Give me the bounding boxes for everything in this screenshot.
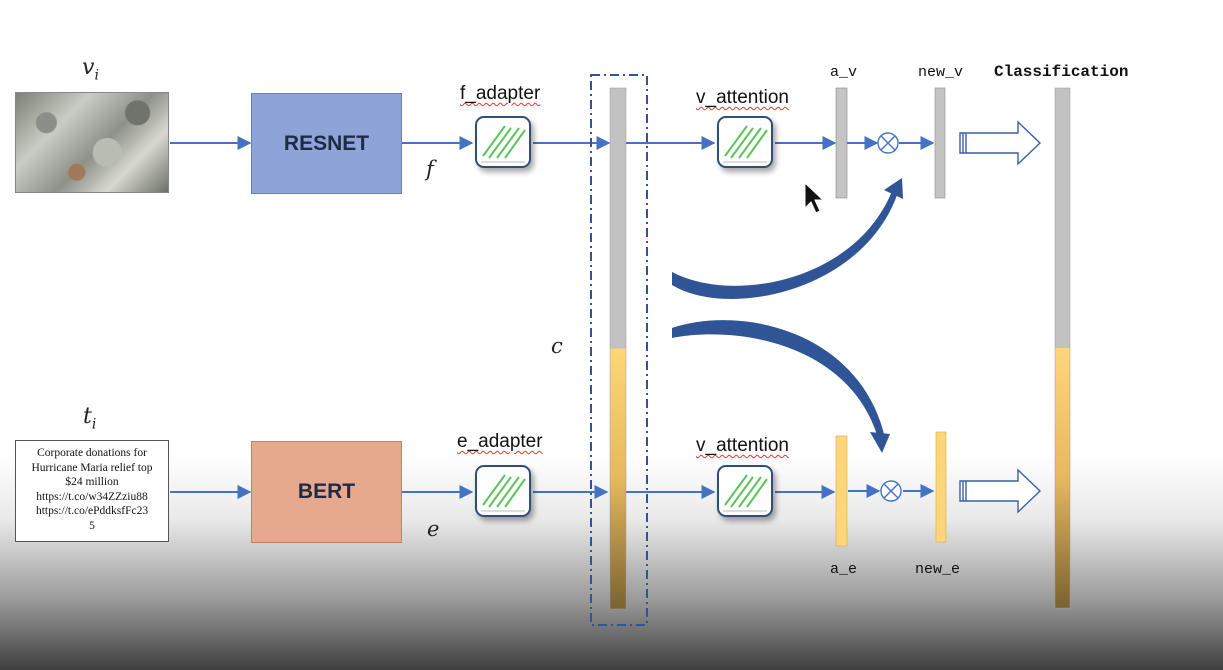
f-adapter-icon (475, 116, 531, 168)
newe-bar (935, 431, 947, 543)
curved-arrow-to-newv (672, 178, 903, 299)
v-attention-top-icon (717, 116, 773, 168)
cross-multiply-icon (880, 480, 902, 502)
adapter-stripe-icon (723, 125, 768, 163)
tweet-line: https://t.co/ePddksfFc23 (35, 505, 149, 517)
bert-box: BERT (251, 441, 402, 543)
newv-label: new_v (918, 64, 964, 81)
text-input-symbol-base: t (83, 404, 92, 429)
adapter-stripe-icon (723, 474, 768, 512)
v-attention-top-label: v_attention (696, 87, 789, 108)
text-input-symbol: ti (83, 404, 96, 432)
e-adapter-icon (475, 465, 531, 517)
feature-c-label: c (551, 334, 563, 358)
adapter-stripe-icon (481, 125, 526, 163)
disaster-photo (15, 92, 169, 193)
hollow-arrow-icon (959, 468, 1042, 514)
ae-bar (835, 435, 848, 547)
e-adapter-label: e_adapter (457, 431, 543, 452)
tweet-text-box: Corporate donations for Hurricane Maria … (15, 440, 169, 542)
v-attention-bottom-label: v_attention (696, 435, 789, 456)
f-adapter-label: f_adapter (460, 83, 541, 104)
image-input-symbol: vi (82, 55, 99, 83)
tweet-line: 5 (89, 519, 95, 532)
image-input-symbol-base: v (82, 55, 95, 80)
tweet-line: $24 million (65, 476, 119, 488)
newv-bar (934, 87, 946, 199)
curved-arrow-to-newe (672, 320, 890, 453)
classification-label: Classification (994, 63, 1129, 81)
text-input-symbol-sub: i (91, 416, 97, 433)
ae-label: a_e (830, 561, 858, 578)
hollow-arrow-icon (959, 120, 1042, 166)
feature-e-label: e (427, 517, 440, 541)
resnet-box: RESNET (251, 93, 402, 194)
concat-feature-bar (609, 87, 627, 610)
classification-bar (1054, 87, 1071, 609)
tweet-line: https://t.co/w34ZZziu88 (36, 490, 148, 503)
image-input-symbol-sub: i (94, 67, 99, 84)
av-label: a_v (830, 64, 858, 81)
av-bar (835, 87, 848, 199)
adapter-stripe-icon (481, 474, 526, 512)
cross-multiply-icon (877, 132, 899, 154)
feature-f-label: f (426, 157, 434, 181)
mouse-cursor-icon (804, 181, 825, 214)
newe-label: new_e (915, 561, 961, 578)
concat-dashed-box (590, 74, 648, 626)
tweet-line: Hurricane Maria relief top (31, 461, 153, 474)
v-attention-bottom-icon (717, 465, 773, 517)
tweet-line: Corporate donations for (37, 447, 147, 459)
